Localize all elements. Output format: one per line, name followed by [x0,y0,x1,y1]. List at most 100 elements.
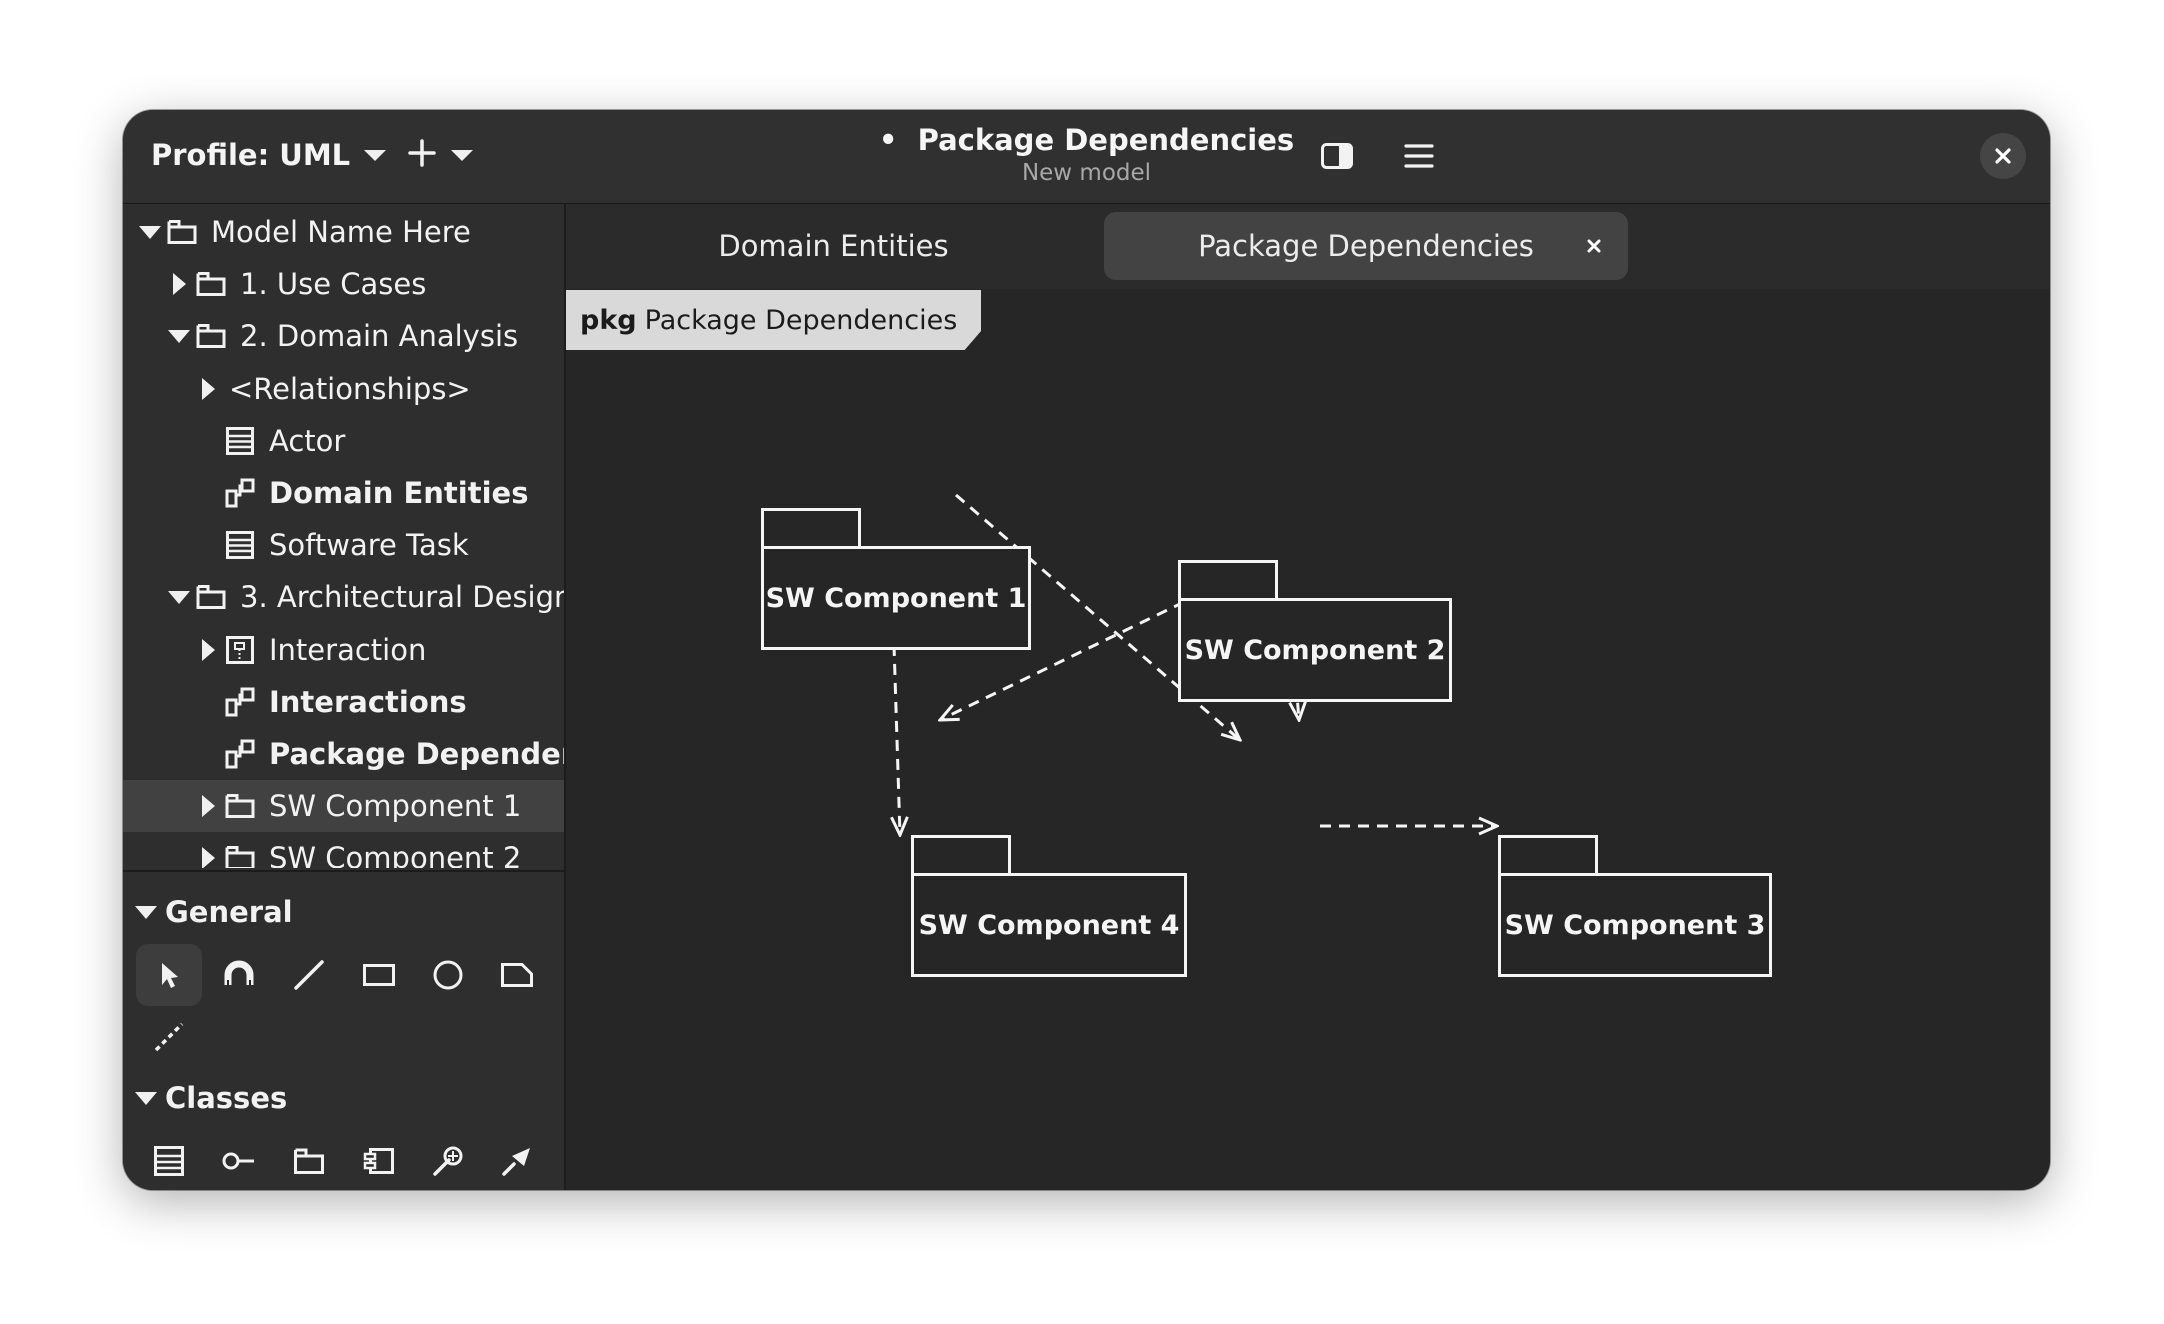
diagram-canvas[interactable]: pkg Package Dependencies SW Component 1 … [566,290,2050,1190]
package-tab [1178,560,1278,598]
expander-down-icon[interactable] [135,217,165,247]
profile-menu-button[interactable]: Profile: UML [137,126,400,184]
toggle-sidebar-button[interactable] [1311,130,1363,182]
package-sw-component-4[interactable]: SW Component 4 [911,835,1187,977]
package-tab [911,835,1011,873]
line-tool[interactable] [276,944,342,1006]
section-label: Classes [165,1081,288,1115]
frame-name: Package Dependencies [644,304,958,336]
tree-item-label: SW Component 2 [269,841,522,868]
interface-icon [222,1152,254,1170]
tree-item-label: Actor [269,424,346,458]
tree-item[interactable]: 1. Use Cases [123,258,564,310]
expander-down-icon[interactable] [164,582,194,612]
diagram-icon [223,476,257,510]
comment-line-tool[interactable] [136,1006,202,1068]
ellipse-icon [433,960,463,990]
tree-item[interactable]: 3. Architectural Design [123,571,564,623]
folder-icon [223,789,257,823]
diagram-tabs: Domain Entities Package Dependencies [566,204,2050,289]
component-icon [363,1148,394,1174]
chevron-down-icon [135,905,157,919]
add-menu-button[interactable] [393,126,487,184]
pointer-icon [162,963,178,988]
component-tool[interactable] [346,1130,412,1190]
main-menu-button[interactable] [1393,130,1445,182]
magnet-icon [224,960,254,985]
toolbox-section-classes[interactable]: Classes [135,1076,287,1120]
class-tool[interactable] [136,1130,202,1190]
tree-item-label: 1. Use Cases [240,267,427,301]
ellipse-tool[interactable] [415,944,481,1006]
expander-spacer [193,687,223,717]
plus-icon [407,138,437,172]
expander-right-icon[interactable] [193,791,223,821]
tree-item[interactable]: Package Dependencies [123,728,564,780]
association-icon [433,1146,463,1176]
tree-item[interactable]: <Relationships> [123,363,564,415]
interface-tool[interactable] [206,1130,272,1190]
tab-package-dependencies[interactable]: Package Dependencies [1104,212,1628,280]
model-tree: Model Name Here 1. Use Cases 2. Domain Ana… [123,204,564,868]
package-tab [761,508,861,546]
tree-item-label: Model Name Here [211,215,471,249]
tab-domain-entities[interactable]: Domain Entities [566,212,1101,280]
expander-spacer [193,426,223,456]
package-sw-component-2[interactable]: SW Component 2 [1178,560,1452,702]
toolbox: General [123,870,564,1190]
expander-down-icon[interactable] [164,321,194,351]
package-label: SW Component 2 [1178,598,1452,702]
tree-item[interactable]: SW Component 1 [123,780,564,832]
close-tab-button[interactable] [1576,228,1612,264]
line-icon [294,960,324,990]
expander-right-icon[interactable] [164,269,194,299]
package-label: SW Component 1 [761,546,1031,650]
chevron-down-icon [135,1091,157,1105]
tree-item[interactable]: Interaction [123,624,564,676]
tree-item-label: Package Dependencies [269,737,564,771]
close-icon [1995,148,2011,164]
package-sw-component-1[interactable]: SW Component 1 [761,508,1031,650]
tree-item[interactable]: SW Component 2 [123,832,564,868]
hamburger-icon [1404,144,1434,168]
tree-item-label: 3. Architectural Design [240,580,564,614]
folder-icon [165,215,199,249]
expander-right-icon[interactable] [193,843,223,868]
tree-item-label: SW Component 1 [269,789,522,823]
diagram-icon [223,685,257,719]
folder-icon [194,319,228,353]
magnet-tool[interactable] [206,944,272,1006]
tree-item-label: Interactions [269,685,467,719]
package-tab [1498,835,1598,873]
tree-item[interactable]: Model Name Here [123,206,564,258]
close-window-button[interactable] [1980,133,2026,179]
package-tool[interactable] [276,1130,342,1190]
expander-right-icon[interactable] [193,635,223,665]
folder-icon [223,841,257,868]
frame-keyword: pkg [580,304,637,336]
tree-item[interactable]: Domain Entities [123,467,564,519]
package-sw-component-3[interactable]: SW Component 3 [1498,835,1772,977]
generalization-tool[interactable] [484,1130,550,1190]
comment-tool[interactable] [484,944,550,1006]
tree-item[interactable]: 2. Domain Analysis [123,310,564,362]
headerbar: Profile: UML • Package Dependencies New … [123,110,2050,204]
class-icon [154,1146,184,1176]
diagram-frame-label: pkg Package Dependencies [566,290,982,350]
tree-item[interactable]: Actor [123,415,564,467]
dependency-sw2-sw4[interactable] [940,600,1185,720]
folder-icon [194,267,228,301]
package-icon [294,1148,324,1174]
class-icon [223,424,257,458]
generalization-icon [502,1148,530,1176]
tree-item[interactable]: Software Task [123,519,564,571]
toolbox-section-general[interactable]: General [135,890,293,934]
folder-icon [194,580,228,614]
sidebar-toggle-icon [1321,143,1353,169]
association-tool[interactable] [415,1130,481,1190]
box-tool[interactable] [346,944,412,1006]
tree-item[interactable]: Interactions [123,676,564,728]
pointer-tool[interactable] [136,944,202,1006]
expander-right-icon[interactable] [193,374,223,404]
section-label: General [165,895,293,929]
